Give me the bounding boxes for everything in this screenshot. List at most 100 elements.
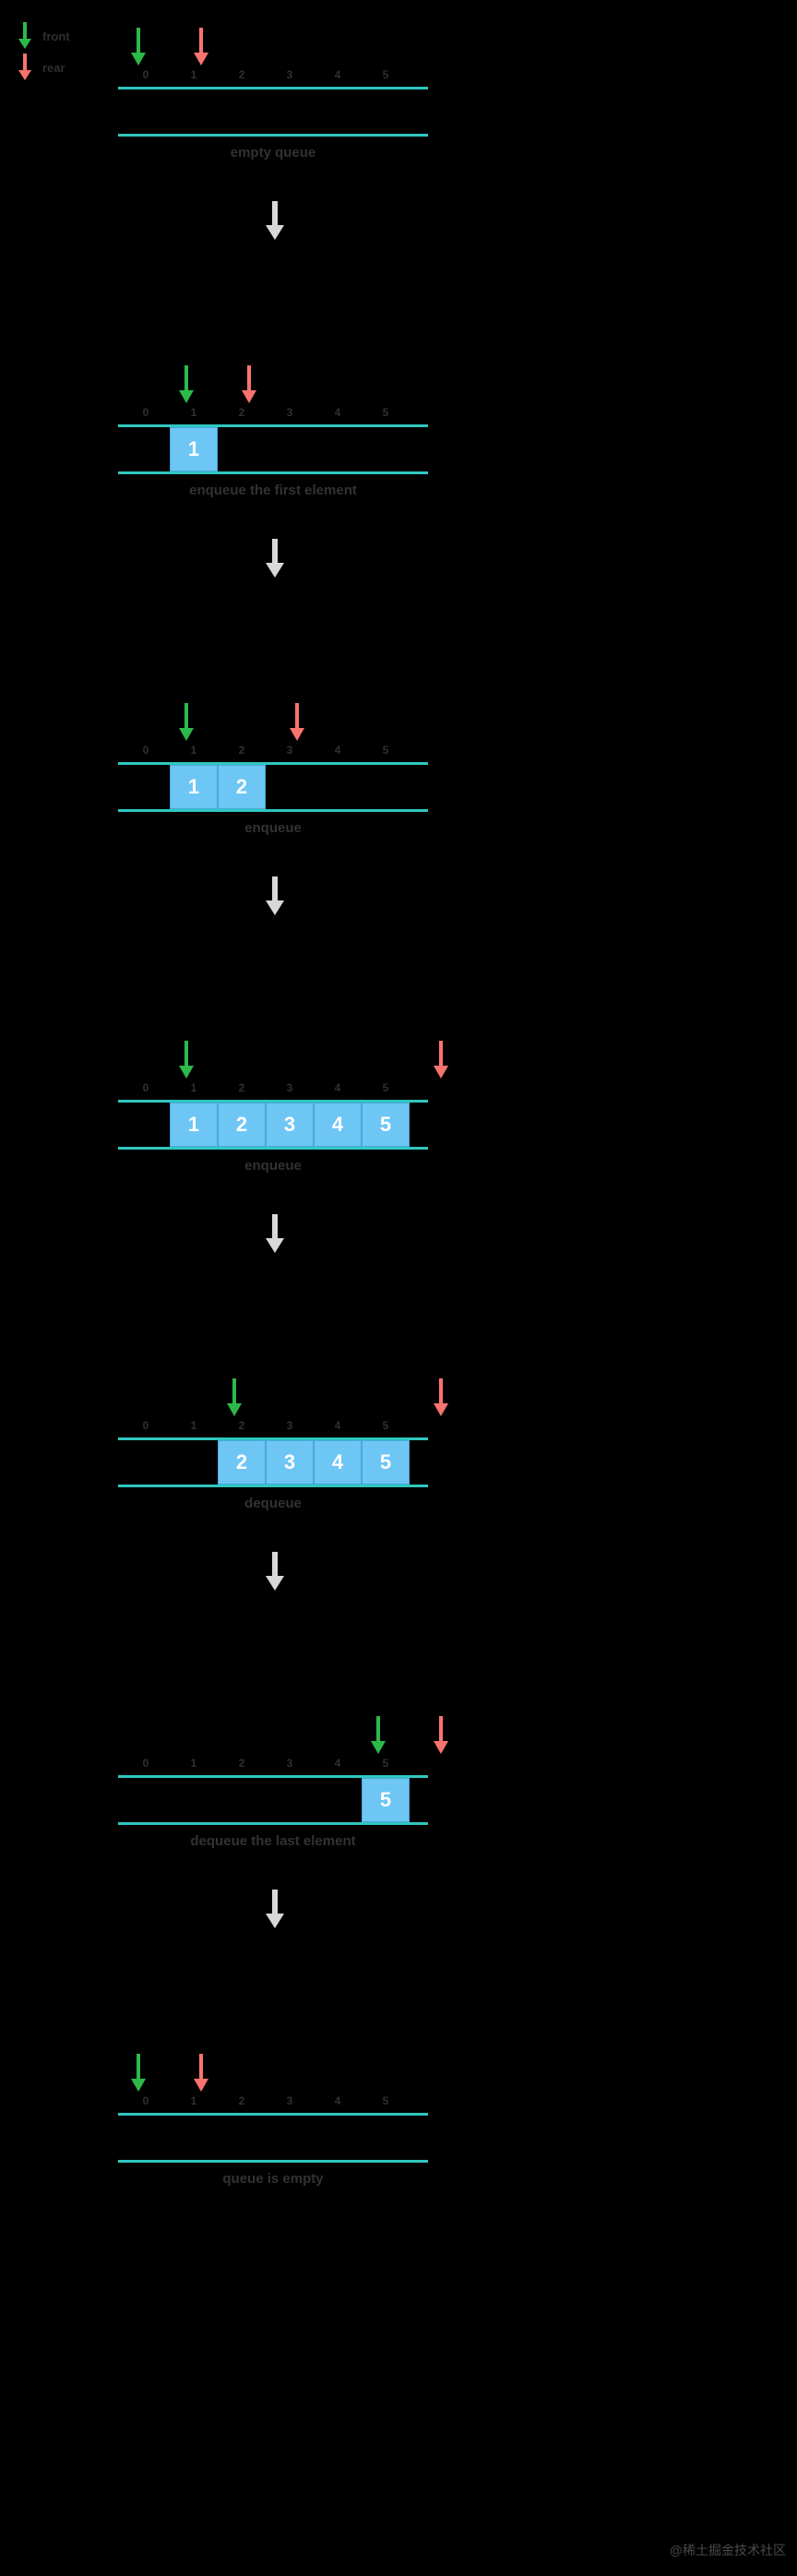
rear-pointer-icon [433, 1378, 449, 1419]
down-arrow-icon [17, 22, 33, 50]
queue-cell-empty [266, 765, 314, 809]
flow-down-arrow-icon [266, 1214, 284, 1255]
index-label: 5 [382, 406, 389, 419]
queue-cell-filled: 2 [218, 765, 266, 809]
queue-cell-empty [362, 89, 410, 134]
queue-cell-filled: 1 [170, 1103, 218, 1147]
index-label: 0 [142, 2094, 149, 2107]
queue-cell-filled: 5 [362, 1778, 410, 1822]
index-label: 5 [382, 1081, 389, 1094]
queue-cell-empty [122, 765, 170, 809]
pointer-lane [118, 2052, 428, 2094]
queue-cell-empty [122, 89, 170, 134]
index-label: 1 [190, 1419, 197, 1432]
index-label: 4 [334, 68, 341, 81]
index-label: 1 [190, 406, 197, 419]
pointer-lane [118, 364, 428, 406]
queue-cell-empty [170, 89, 218, 134]
index-label: 2 [238, 406, 245, 419]
index-label: 4 [334, 2094, 341, 2107]
queue-array: 1 [118, 424, 428, 474]
index-label: 5 [382, 744, 389, 757]
queue-cell-filled: 1 [170, 427, 218, 471]
flow-down-arrow-icon [266, 539, 284, 579]
queue-cell-empty [314, 765, 362, 809]
index-label: 4 [334, 1757, 341, 1770]
index-label: 4 [334, 406, 341, 419]
queue-cell-filled: 3 [266, 1440, 314, 1485]
front-pointer-icon [130, 28, 147, 68]
step-caption: dequeue the last element [190, 1833, 356, 1849]
queue-cell-filled: 2 [218, 1440, 266, 1485]
index-label: 4 [334, 744, 341, 757]
flow-down-arrow-icon [266, 877, 284, 917]
index-label: 0 [142, 1757, 149, 1770]
queue-cell-empty [122, 1103, 170, 1147]
index-label: 5 [382, 1757, 389, 1770]
queue-cell-empty [122, 2116, 170, 2160]
queue-cell-empty [218, 89, 266, 134]
step-caption: enqueue [244, 820, 302, 836]
flow-down-arrow-icon [266, 1552, 284, 1592]
pointer-lane [118, 1377, 448, 1419]
pointer-lane [118, 1039, 448, 1081]
queue-cell-empty [266, 427, 314, 471]
queue-array: 5 [118, 1775, 428, 1825]
front-pointer-icon [130, 2054, 147, 2094]
index-label: 2 [238, 1081, 245, 1094]
queue-cell-filled: 2 [218, 1103, 266, 1147]
queue-cell-filled: 5 [362, 1103, 410, 1147]
step-caption: empty queue [230, 145, 316, 161]
index-label: 0 [142, 1081, 149, 1094]
pointer-lane [118, 701, 428, 744]
queue-cell-empty [362, 2116, 410, 2160]
step-caption: queue is empty [222, 2171, 324, 2187]
legend-item-front: front [17, 20, 118, 52]
index-label: 5 [382, 1419, 389, 1432]
index-label: 3 [286, 68, 293, 81]
rear-pointer-icon [193, 28, 209, 68]
queue-cell-filled: 3 [266, 1103, 314, 1147]
queue-cell-empty [362, 765, 410, 809]
index-label: 2 [238, 68, 245, 81]
index-label: 0 [142, 744, 149, 757]
front-pointer-icon [226, 1378, 243, 1419]
index-label: 3 [286, 1081, 293, 1094]
pointer-lane [118, 26, 428, 68]
queue-cell-empty [170, 2116, 218, 2160]
legend: front rear [17, 20, 118, 83]
rear-pointer-icon [433, 1716, 449, 1757]
down-arrow-icon [17, 54, 33, 81]
rear-pointer-icon [433, 1041, 449, 1081]
queue-cell-filled: 5 [362, 1440, 410, 1485]
front-pointer-icon [178, 703, 195, 744]
queue-cell-filled: 4 [314, 1440, 362, 1485]
pointer-lane [118, 1714, 448, 1757]
watermark: @稀土掘金技术社区 [669, 2543, 786, 2558]
index-label: 0 [142, 68, 149, 81]
index-label: 5 [382, 68, 389, 81]
legend-label-front: front [42, 29, 70, 43]
index-label: 3 [286, 744, 293, 757]
index-label: 2 [238, 1757, 245, 1770]
front-pointer-icon [178, 365, 195, 406]
queue-array [118, 2113, 428, 2163]
index-label: 4 [334, 1419, 341, 1432]
index-label: 2 [238, 1419, 245, 1432]
queue-cell-empty [362, 427, 410, 471]
step-caption: dequeue [244, 1496, 302, 1511]
queue-cell-empty [170, 1440, 218, 1485]
